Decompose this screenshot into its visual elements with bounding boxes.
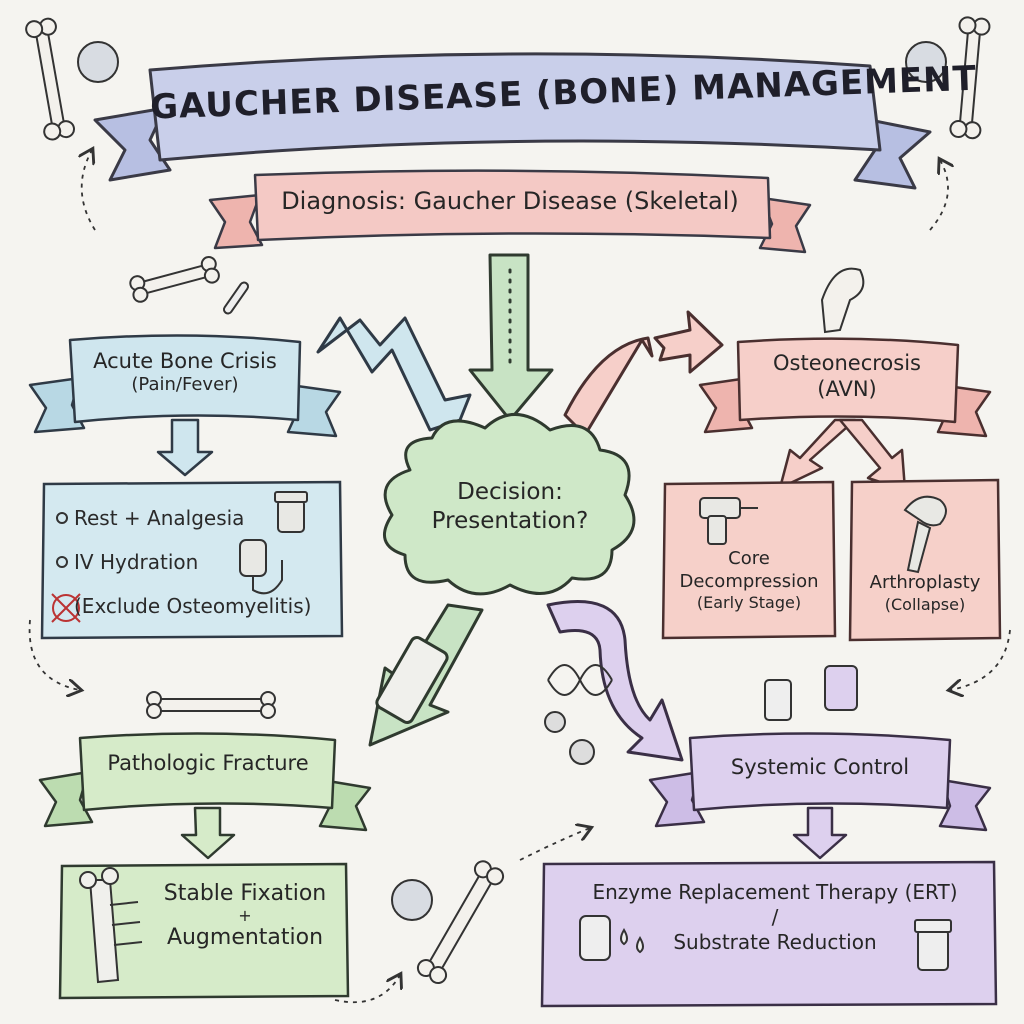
acute-treatment-list: Rest + Analgesia IV Hydration (Exclude O… (56, 496, 346, 628)
medicine-bottle-icon (914, 919, 952, 971)
title-ribbon (93, 52, 932, 190)
arrow-to-fracture (368, 603, 484, 747)
diagnosis-ribbon (208, 169, 812, 254)
arthroplasty-label: Arthroplasty (Collapse) (852, 572, 998, 615)
acute-ribbon (28, 334, 342, 438)
decision-line-1: Decision: (457, 479, 563, 505)
hip-pain-icon (820, 267, 865, 334)
decision-line-2: Presentation? (431, 507, 589, 534)
arthroplasty-line-1: Arthroplasty (869, 572, 981, 593)
arrow-to-osteonecrosis (563, 310, 724, 437)
medicine-bottles-icon (764, 665, 858, 721)
connector-arrows (28, 150, 1011, 1004)
arrow-to-systemic (546, 600, 684, 762)
central-down-arrow (468, 253, 554, 422)
fracture-line-3: Augmentation (166, 924, 324, 950)
acute-box (40, 480, 344, 640)
core-line-1: Core (728, 548, 770, 569)
osteonecrosis-ribbon (698, 337, 992, 438)
acute-subtitle: (Pain/Fever) (131, 374, 239, 396)
thermometer-icon (222, 281, 250, 315)
systemic-line-1: Enzyme Replacement Therapy (ERT) (592, 880, 958, 904)
acute-ribbon-label: Acute Bone Crisis (Pain/Fever) (70, 348, 300, 397)
systemic-treatment-label: Enzyme Replacement Therapy (ERT) / Subst… (560, 880, 990, 955)
core-box (661, 480, 837, 640)
acute-down-arrow (156, 418, 214, 477)
systemic-line-3: Substrate Reduction (673, 930, 877, 954)
bone-icon (949, 16, 991, 140)
fracture-line-2: + (238, 905, 252, 925)
fracture-box (58, 862, 350, 1000)
list-item-text: (Exclude Osteomyelitis) (74, 594, 312, 618)
arrow-to-acute (316, 316, 472, 432)
core-line-2: Decompression (679, 570, 819, 592)
list-item: (Exclude Osteomyelitis) (56, 584, 346, 628)
fracture-ribbon-label: Pathologic Fracture (107, 751, 309, 775)
list-item-text: Rest + Analgesia (74, 506, 245, 530)
osteonecrosis-split-arrows (778, 418, 907, 492)
systemic-line-2: / (771, 905, 779, 929)
bone-icon (416, 860, 505, 985)
systemic-down-arrow (792, 806, 848, 860)
core-line-3: (Early Stage) (696, 593, 802, 612)
cell-icon (77, 41, 947, 921)
list-item-text: IV Hydration (74, 550, 199, 574)
core-decompression-label: Core Decompression (Early Stage) (665, 548, 833, 613)
pill-bottle-icon (274, 491, 308, 533)
arthroplasty-box (848, 478, 1002, 642)
drill-icon (699, 497, 758, 545)
decision-label: Decision: Presentation? (420, 478, 600, 536)
fixated-bone-icon (79, 867, 143, 984)
decision-cloud (382, 413, 636, 596)
arthroplasty-line-2: (Collapse) (884, 594, 966, 614)
crossed-germ-icon (51, 593, 81, 623)
fracture-treatment-label: Stable Fixation + Augmentation (150, 880, 340, 951)
broken-bone-icon (146, 691, 276, 719)
dna-icon (547, 664, 613, 696)
osteonecrosis-title: Osteonecrosis (773, 351, 921, 375)
fracture-line-1: Stable Fixation (163, 881, 327, 906)
gear-icon (544, 711, 595, 765)
diagnosis-label: Diagnosis: Gaucher Disease (Skeletal) (281, 187, 739, 215)
list-item: IV Hydration (56, 540, 346, 584)
bone-icon (25, 17, 75, 141)
systemic-box (540, 860, 998, 1008)
systemic-ribbon-label: Systemic Control (730, 755, 910, 779)
systemic-ribbon (648, 732, 992, 832)
osteonecrosis-subtitle: (AVN) (817, 377, 877, 402)
acute-title: Acute Bone Crisis (93, 349, 277, 373)
broken-bone-icon (129, 256, 220, 303)
fracture-down-arrow (180, 806, 236, 860)
iv-bag-icon (239, 539, 283, 595)
hip-implant-icon (903, 495, 947, 574)
iv-drip-icon (579, 915, 644, 961)
fracture-ribbon (38, 732, 372, 832)
list-item: Rest + Analgesia (56, 496, 346, 540)
osteonecrosis-ribbon-label: Osteonecrosis (AVN) (738, 350, 956, 403)
